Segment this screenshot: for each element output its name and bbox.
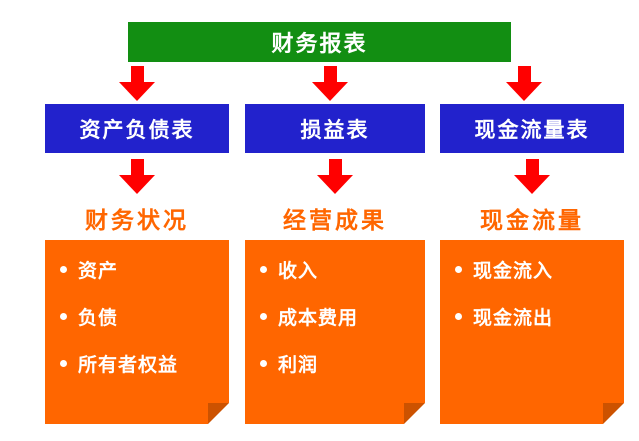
item-label: 现金流出	[473, 307, 554, 329]
list-item: 利润	[260, 351, 425, 376]
arrow-stem	[517, 66, 531, 82]
item-label: 收入	[278, 260, 319, 282]
category-financial-position: 财务状况	[85, 208, 189, 233]
arrow-stem	[525, 159, 539, 175]
bullet-icon	[260, 265, 267, 273]
down-arrow-connector	[312, 66, 348, 101]
note-balance-sheet-items: 资产 负债 所有者权益	[45, 240, 229, 424]
item-label: 负债	[78, 307, 119, 329]
arrow-head	[514, 175, 550, 194]
bullet-icon	[60, 359, 67, 367]
node-cash-flow-statement: 现金流量表	[440, 104, 624, 153]
statement-label: 现金流量表	[474, 117, 590, 142]
root-node-label: 财务报表	[271, 31, 368, 56]
list-item: 所有者权益	[60, 351, 229, 376]
arrow-stem	[323, 66, 337, 82]
down-arrow-connector	[119, 159, 155, 194]
item-label: 资产	[78, 260, 119, 282]
bullet-icon	[455, 312, 462, 320]
item-label: 利润	[278, 354, 319, 376]
arrow-stem	[130, 66, 144, 82]
folded-corner-icon	[404, 403, 425, 424]
list-item: 现金流出	[455, 304, 624, 329]
arrow-head	[506, 82, 542, 101]
list-item: 现金流入	[455, 257, 624, 282]
folded-corner-icon	[603, 403, 624, 424]
item-label: 成本费用	[278, 307, 359, 329]
node-income-statement: 损益表	[245, 104, 425, 153]
down-arrow-connector	[317, 159, 353, 194]
bullet-icon	[60, 265, 67, 273]
arrow-stem	[130, 159, 144, 175]
node-financial-statements: 财务报表	[128, 22, 511, 62]
category-operating-results: 经营成果	[283, 208, 387, 233]
arrow-head	[312, 82, 348, 101]
note-cash-flow-items: 现金流入 现金流出	[440, 240, 624, 424]
down-arrow-connector	[506, 66, 542, 101]
item-label: 现金流入	[473, 260, 554, 282]
folded-corner-icon	[208, 403, 229, 424]
bullet-icon	[455, 265, 462, 273]
item-label: 所有者权益	[78, 354, 179, 376]
list-item: 负债	[60, 304, 229, 329]
bullet-icon	[260, 359, 267, 367]
down-arrow-connector	[514, 159, 550, 194]
arrow-head	[119, 82, 155, 101]
list-item: 收入	[260, 257, 425, 282]
down-arrow-connector	[119, 66, 155, 101]
statement-label: 资产负债表	[79, 117, 195, 142]
arrow-head	[119, 175, 155, 194]
list-item: 资产	[60, 257, 229, 282]
bullet-icon	[260, 312, 267, 320]
arrow-head	[317, 175, 353, 194]
list-item: 成本费用	[260, 304, 425, 329]
node-balance-sheet: 资产负债表	[45, 104, 229, 153]
statement-label: 损益表	[300, 117, 370, 142]
category-cash-flow: 现金流量	[480, 208, 584, 233]
bullet-icon	[60, 312, 67, 320]
note-income-statement-items: 收入 成本费用 利润	[245, 240, 425, 424]
arrow-stem	[328, 159, 342, 175]
